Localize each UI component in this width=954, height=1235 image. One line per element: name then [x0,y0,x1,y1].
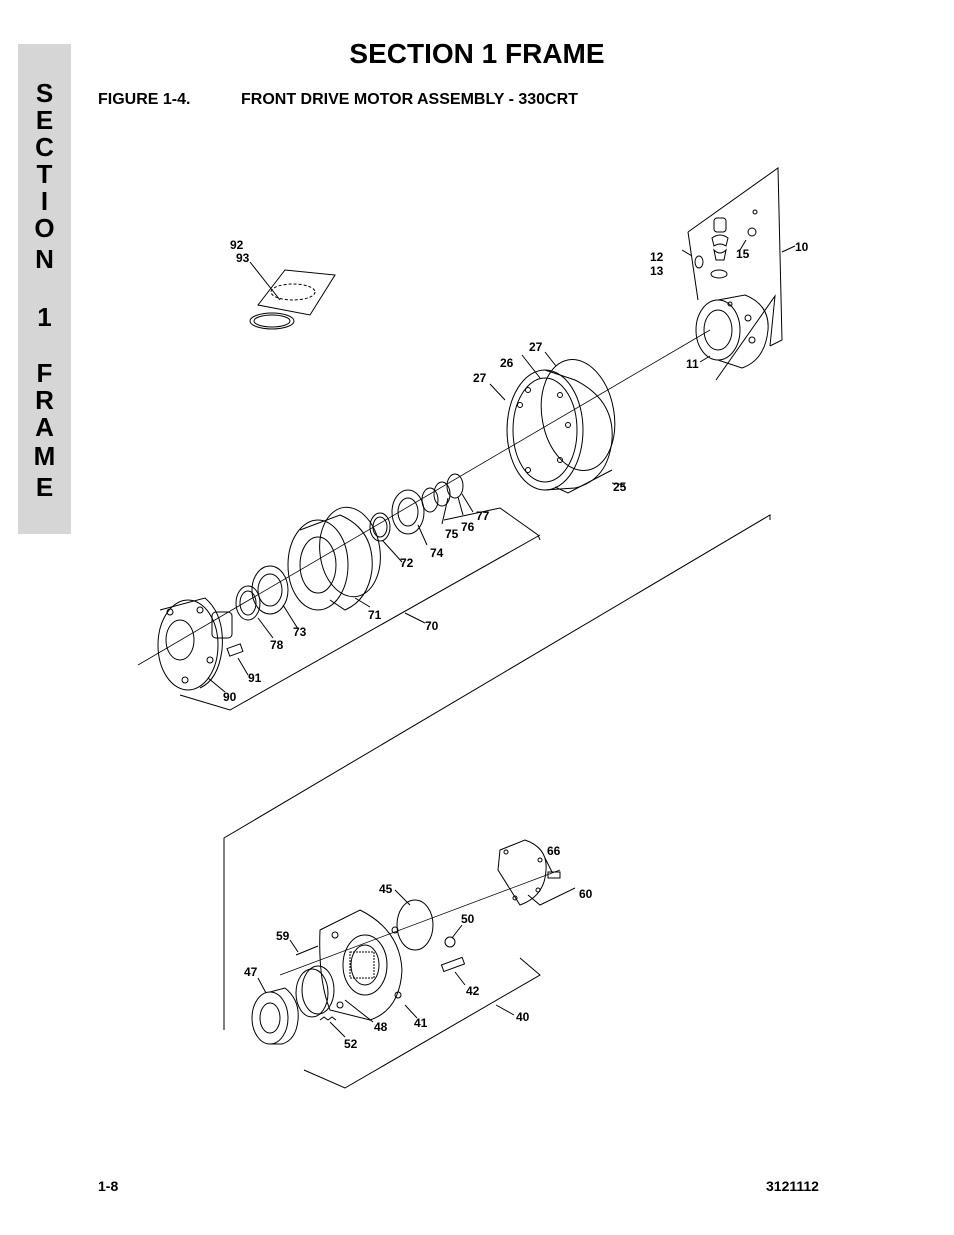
bolt-42 [440,956,466,973]
bearing-73 [235,565,289,621]
spring-52 [319,1016,337,1021]
callout-91: 91 [248,671,262,685]
pin-59 [295,945,319,956]
callout-66: 66 [547,844,561,858]
callout-11: 11 [686,357,699,371]
figure-title: FRONT DRIVE MOTOR ASSEMBLY - 330CRT [241,91,578,108]
seal-kit-bag [249,261,336,330]
callout-27-left: 27 [473,371,487,385]
callout-93: 93 [236,251,250,265]
side-letter: S [35,78,54,108]
callout-12: 12 [650,250,664,264]
callout-74: 74 [430,546,444,560]
side-letter: A [35,412,54,442]
bearing-and-rings [369,473,541,563]
callout-45: 45 [379,882,393,896]
side-letter: M [33,441,56,471]
flange-90 [157,597,244,691]
callout-13: 13 [650,264,664,278]
callout-40: 40 [516,1010,530,1024]
seal-47 [251,987,299,1045]
callout-15: 15 [736,247,750,261]
side-letter: N [35,244,54,274]
side-letter: E [35,472,54,502]
side-letter: F [36,358,53,388]
callout-77: 77 [476,509,490,523]
side-letter: R [35,385,54,415]
cover-plate-60 [497,839,576,906]
side-letter: E [35,105,54,135]
side-letter: T [36,159,53,189]
callout-78: 78 [270,638,284,652]
callout-71: 71 [368,608,382,622]
bracket-40 [303,957,541,1089]
page-number: 1-8 [98,1178,119,1194]
callout-50: 50 [461,912,475,926]
parts-bracket-10 [681,167,796,347]
callout-60: 60 [579,887,593,901]
callout-10: 10 [795,240,809,254]
section-side-tab: S E C T I O N 1 F R A M E [18,44,71,534]
callout-41: 41 [414,1016,428,1030]
callout-92: 92 [230,238,244,252]
callout-27-top: 27 [529,340,543,354]
document-number: 3121112 [766,1178,819,1194]
housing-41 [319,909,403,1021]
callout-42: 42 [466,984,480,998]
lower-axis-line [279,869,561,976]
side-letter: I [40,186,49,216]
callout-90: 90 [223,690,237,704]
ring-gear-25 [506,358,626,494]
callout-52: 52 [344,1037,358,1051]
callout-76: 76 [461,520,475,534]
figure-caption: FIGURE 1-4. FRONT DRIVE MOTOR ASSEMBLY - … [98,91,578,109]
callout-75: 75 [445,527,459,541]
bracket-70 [179,534,541,711]
hub-11 [695,294,776,381]
cover-71 [287,506,381,611]
side-letter: O [34,213,55,243]
assembly-axis-line [137,329,711,666]
callout-48: 48 [374,1020,388,1034]
callout-59: 59 [276,929,290,943]
o-ring-45 [396,899,434,951]
side-number: 1 [37,302,52,332]
callout-72: 72 [400,556,414,570]
callout-73: 73 [293,625,307,639]
callout-25: 25 [613,480,627,494]
callout-70: 70 [425,619,439,633]
page-title: SECTION 1 FRAME [349,38,605,69]
callout-47: 47 [244,965,258,979]
connecting-bracket [223,514,771,1030]
figure-number: FIGURE 1-4. [98,91,191,108]
ring-48 [301,965,335,1015]
washer-50 [444,936,456,948]
callout-26: 26 [500,356,514,370]
side-letter: C [35,132,54,162]
